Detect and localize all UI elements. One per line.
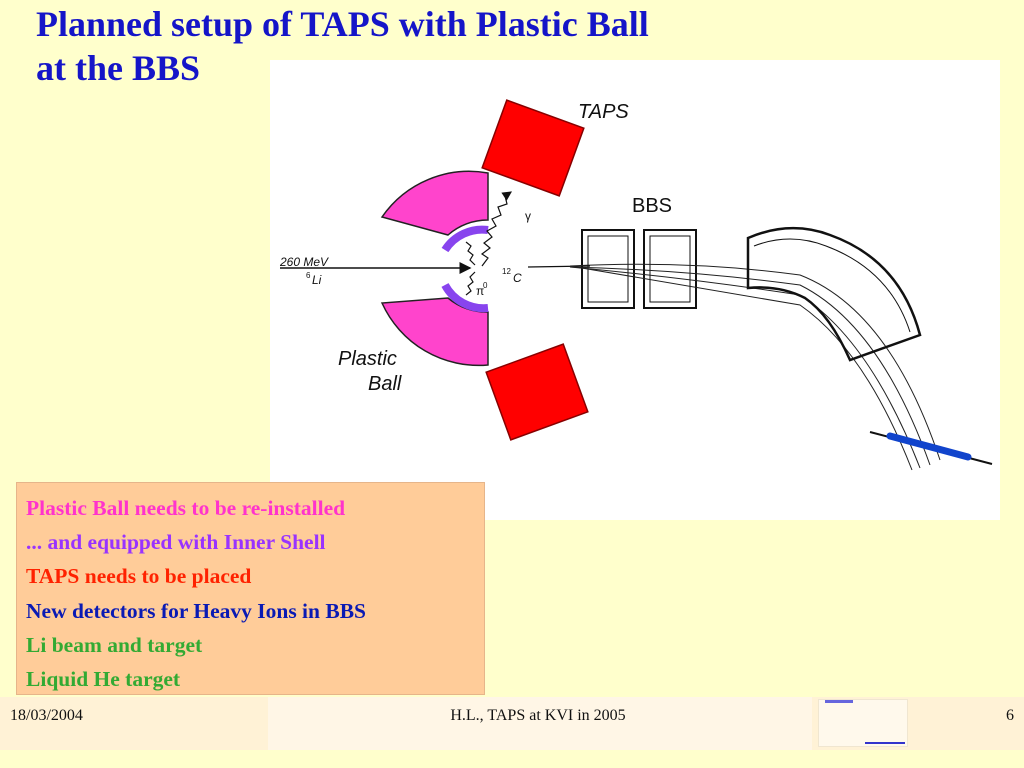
taps-block-lower (485, 343, 589, 441)
footer-title: H.L., TAPS at KVI in 2005 (450, 707, 626, 724)
notes-box: Plastic Ball needs to be re-installed ..… (16, 482, 485, 695)
slide-title-line-2: at the BBS (36, 48, 201, 88)
note-item: TAPS needs to be placed (26, 564, 252, 589)
beam-particle-label: Li (312, 273, 322, 287)
beam-energy-label: 260 MeV (279, 255, 329, 269)
target-label: C (513, 271, 522, 285)
plastic-ball-label-2: Ball (368, 373, 402, 395)
note-item: ... and equipped with Inner Shell (26, 530, 326, 555)
bbs-label: BBS (632, 195, 672, 217)
slide-title-line-1: Planned setup of TAPS with Plastic Ball (36, 4, 649, 44)
slide-title: Planned setup of TAPS with Plastic Ball … (36, 2, 856, 90)
page-number: 6 (1006, 707, 1014, 724)
note-item: New detectors for Heavy Ions in BBS (26, 598, 367, 623)
bbs-dipole (746, 227, 922, 362)
slide-footer: 18/03/2004 H.L., TAPS at KVI in 2005 6 (0, 697, 1024, 750)
nav-indicator (825, 700, 853, 703)
inner-shell-lower (441, 282, 489, 313)
taps-block-upper (481, 99, 585, 197)
trajectory-3 (569, 266, 921, 469)
trajectory-2 (569, 266, 931, 466)
bbs-dipole-inner (753, 238, 911, 333)
note-item: Liquid He target (26, 667, 181, 692)
setup-diagram: TAPS BBS 260 MeV 6 Li 12 C γ π 0 Plastic… (270, 60, 1000, 520)
beam-line-downstream (527, 265, 591, 268)
trajectory-4 (569, 265, 913, 471)
note-item: Li beam and target (26, 632, 203, 657)
gamma-ray-line (480, 191, 512, 267)
gamma-label: γ (525, 209, 531, 223)
target-mass: 12 (502, 267, 511, 276)
focal-plane-detector (886, 432, 972, 461)
footer-date: 18/03/2004 (10, 707, 83, 724)
pion-label: π (476, 284, 484, 298)
bbs-quad-2-outer (643, 229, 697, 309)
particle-track-upper (465, 241, 476, 266)
setup-diagram-svg: TAPS BBS 260 MeV 6 Li 12 C γ π 0 Plastic… (279, 99, 993, 471)
note-item: Plastic Ball needs to be re-installed (26, 496, 346, 520)
plastic-ball-upper (380, 170, 489, 236)
footer-center-panel (268, 697, 812, 750)
taps-label: TAPS (578, 101, 629, 123)
beam-particle-mass: 6 (306, 271, 311, 280)
bbs-quad-2-inner (649, 235, 691, 303)
slide-nav-button[interactable] (818, 699, 908, 747)
inner-shell-upper (441, 225, 489, 253)
trajectory-1 (569, 263, 941, 461)
nav-link-underline[interactable] (865, 742, 905, 744)
pion-charge: 0 (483, 281, 488, 290)
plastic-ball-label-1: Plastic (338, 348, 397, 370)
particle-track-lower (465, 271, 476, 296)
